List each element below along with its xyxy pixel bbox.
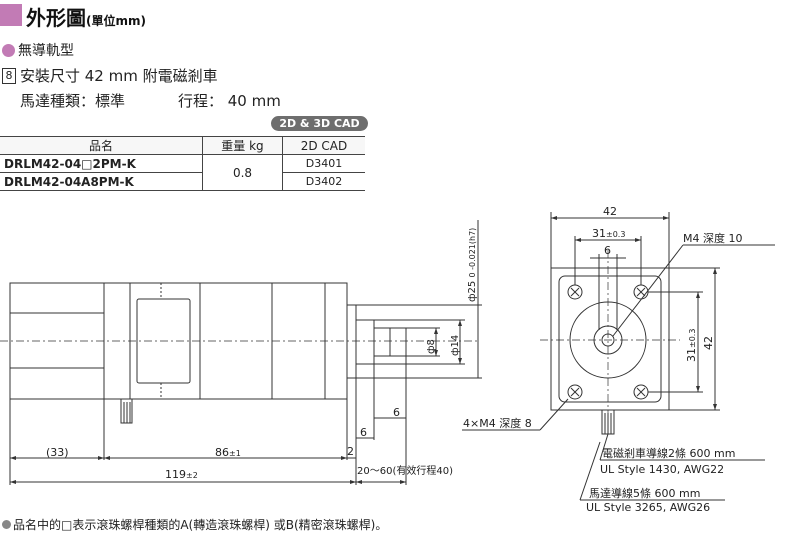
bullet-dot: [2, 44, 15, 57]
note-bullet: [2, 520, 11, 529]
spec-stroke: 行程： 40 mm: [178, 92, 281, 110]
label-motor-lead: 馬達導線5條 600 mm: [589, 486, 700, 500]
cad-download-button[interactable]: 2D & 3D CAD: [271, 116, 368, 131]
product-name: DRLM42-04A8PM-K: [0, 172, 203, 191]
col-header-name: 品名: [0, 136, 203, 155]
table-row: DRLM42-04□2PM-K 0.8 D3401: [0, 154, 365, 191]
dim-phi25: ф25 0 -0.021(h7): [467, 228, 478, 302]
footnote-text: 品名中的□表示滾珠螺桿種類的A(轉造滾珠螺桿) 或B(精密滾珠螺桿)。: [13, 518, 388, 532]
dimension-drawing: (33) 86±1 119±2 2 6 6 20～60(有效行程40) ф8 ф…: [0, 205, 775, 512]
label-motor-lead-spec: UL Style 3265, AWG26: [586, 501, 710, 512]
dim-6b: 6: [393, 406, 400, 419]
section-number: 8: [2, 68, 16, 84]
front-dim-42-top: 42: [603, 205, 617, 218]
motor-section: [9, 282, 105, 400]
spec-motor-type: 馬達種類：標準: [20, 92, 126, 110]
front-dim-6: 6: [604, 244, 611, 257]
dim-phi14: ф14: [450, 335, 461, 356]
dim-phi8: ф8: [426, 339, 437, 354]
product-table: 品名 重量 kg 2D CAD DRLM42-04□2PM-K 0.8 D340…: [0, 136, 365, 191]
dim-2: 2: [347, 445, 354, 458]
product-name: DRLM42-04□2PM-K: [0, 154, 203, 173]
section-subtitle: 無導軌型: [18, 43, 74, 59]
table-row: DRLM42-04A8PM-K D3402: [0, 172, 365, 191]
label-m4x4-depth8: 4×M4 深度 8: [463, 416, 532, 430]
title-unit: (單位mm): [86, 14, 146, 28]
label-m4-depth10: M4 深度 10: [683, 231, 742, 245]
front-dim-31-side: 31±0.3: [685, 329, 698, 362]
cad-link[interactable]: D3401: [282, 154, 365, 173]
label-brake-lead-spec: UL Style 1430, AWG22: [600, 463, 724, 476]
title-marker: [0, 4, 22, 26]
dim-33: (33): [46, 446, 69, 459]
dim-6a: 6: [360, 426, 367, 439]
label-brake-lead: 電磁剎車導線2條 600 mm: [602, 446, 735, 460]
spec-size-line: 安裝尺寸 42 mm 附電磁剎車: [20, 67, 218, 85]
dim-86: 86±1: [215, 446, 241, 459]
dim-119: 119±2: [165, 468, 198, 481]
col-header-cad: 2D CAD: [282, 136, 365, 155]
dim-stroke: 20～60(有效行程40): [357, 464, 453, 477]
table-header-row: 品名 重量 kg 2D CAD: [0, 136, 365, 155]
cad-link[interactable]: D3402: [282, 172, 365, 191]
product-weight: 0.8: [202, 154, 283, 191]
front-dim-31-top: 31±0.3: [592, 227, 625, 240]
col-header-weight: 重量 kg: [202, 136, 283, 155]
title-text: 外形圖: [26, 6, 86, 30]
front-dim-42-side: 42: [702, 336, 715, 350]
page-title: 外形圖(單位mm): [26, 2, 146, 31]
